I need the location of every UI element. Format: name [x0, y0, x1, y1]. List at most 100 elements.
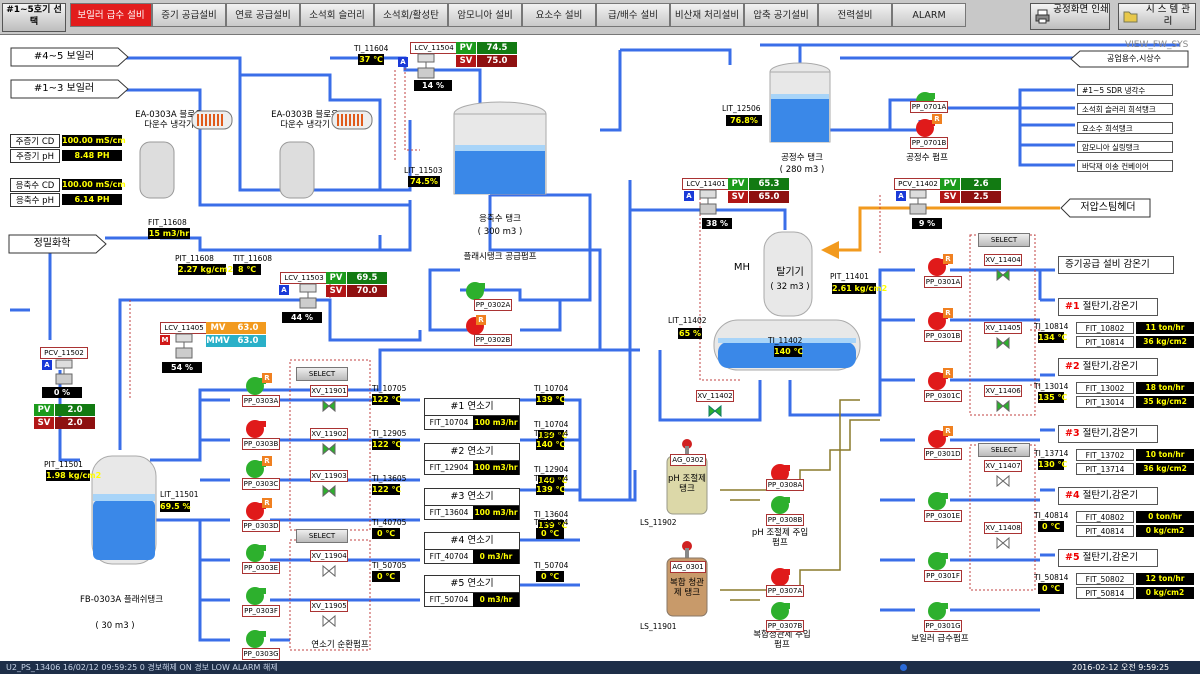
tab-urea[interactable]: 요소수 설비 — [522, 3, 596, 27]
pump-pp-0301c-icon[interactable] — [926, 370, 950, 396]
pump-pp-0303g-tag[interactable]: PP_0303G — [242, 648, 280, 660]
pump-pp-0308b-icon[interactable] — [770, 494, 792, 516]
pump-pp-0301b-icon[interactable] — [926, 310, 950, 336]
pump-pp-0701a-tag[interactable]: PP_0701A — [910, 101, 948, 113]
pump-pp-0301g-icon[interactable] — [926, 600, 950, 626]
pump-pp-0308b-tag[interactable]: PP_0308B — [766, 514, 804, 526]
pump-pp-0307a-tag[interactable]: PP_0307A — [766, 585, 804, 597]
pump-pp-0301e-icon[interactable] — [926, 490, 950, 516]
select-button-top[interactable]: SELECT — [296, 367, 348, 381]
pump-pp-0301c-tag[interactable]: PP_0301C — [924, 390, 962, 402]
condensate-tank[interactable] — [450, 100, 550, 200]
pump-pp-0301d-icon[interactable] — [926, 428, 950, 454]
valve-xv-11402[interactable] — [708, 404, 722, 418]
xv-11901-tag[interactable]: XV_11901 — [310, 385, 348, 397]
lcv-11504-auto-mode[interactable]: A — [398, 57, 408, 67]
cooler-vessel-b[interactable] — [278, 138, 316, 200]
pump-pp-0301a-icon[interactable] — [926, 256, 950, 282]
pump-pp-0303d-tag[interactable]: PP_0303D — [242, 520, 280, 532]
pump-pp-0301e-tag[interactable]: PP_0301E — [924, 510, 962, 522]
select-button-right-top[interactable]: SELECT — [978, 233, 1030, 247]
tab-water-supply-drain[interactable]: 급/배수 설비 — [596, 3, 670, 27]
dest-sdr-cooling[interactable]: #1~5 SDR 냉각수 — [1077, 84, 1173, 96]
pump-pp-0302a-tag[interactable]: PP_0302A — [474, 299, 512, 311]
xv-11405-tag[interactable]: XV_11405 — [984, 322, 1022, 334]
valve-xv-11404[interactable] — [996, 267, 1010, 286]
heat-exchanger-b[interactable] — [330, 108, 374, 132]
pump-pp-0301d-remote[interactable]: R — [943, 426, 953, 436]
pump-pp-0303e-icon[interactable] — [244, 542, 268, 568]
pump-pp-0701b-remote[interactable]: R — [932, 114, 942, 124]
control-valve-lcv-11504[interactable] — [414, 52, 438, 80]
pump-pp-0303e-tag[interactable]: PP_0303E — [242, 562, 280, 574]
xv-11407-tag[interactable]: XV_11407 — [984, 460, 1022, 472]
pump-pp-0303g-icon[interactable] — [244, 628, 268, 654]
pump-pp-0302b-remote[interactable]: R — [476, 315, 486, 325]
pump-pp-0303a-tag[interactable]: PP_0303A — [242, 395, 280, 407]
pump-pp-0701b-tag[interactable]: PP_0701B — [910, 137, 948, 149]
boiler-4-5-label[interactable]: #4~5 보일러 — [33, 51, 95, 62]
xv-11903-tag[interactable]: XV_11903 — [310, 470, 348, 482]
valve-xv-11901[interactable] — [322, 398, 336, 417]
valve-xv-11905[interactable] — [322, 613, 336, 632]
tab-lime-slurry[interactable]: 소석회 슬러리 — [300, 3, 374, 27]
dest-ammonia-seal[interactable]: 암모니아 실링탱크 — [1077, 141, 1173, 153]
pump-pp-0308a-tag[interactable]: PP_0308A — [766, 479, 804, 491]
industrial-water-label[interactable]: 공업용수,시상수 — [1106, 54, 1162, 63]
boiler-1-3-label[interactable]: #1~3 보일러 — [33, 83, 95, 94]
pump-pp-0303f-tag[interactable]: PP_0303F — [242, 605, 280, 617]
tab-fuel-supply[interactable]: 연료 공급설비 — [226, 3, 300, 27]
valve-xv-11405[interactable] — [996, 335, 1010, 354]
stm-5-box[interactable]: #5 절탄기,감온기 — [1058, 549, 1158, 567]
stm-4-box[interactable]: #4 절탄기,감온기 — [1058, 487, 1158, 505]
pump-pp-0301c-remote[interactable]: R — [943, 368, 953, 378]
xv-11902-tag[interactable]: XV_11902 — [310, 428, 348, 440]
valve-xv-11407[interactable] — [996, 473, 1010, 492]
lcv-11401-auto-mode[interactable]: A — [684, 191, 694, 201]
unit-select-button[interactable]: #1~5호기 선 택 — [2, 3, 66, 32]
dest-urea-dilution[interactable]: 요소수 희석탱크 — [1077, 122, 1173, 134]
pcv-11502-auto-mode[interactable]: A — [42, 360, 52, 370]
pump-pp-0303b-icon[interactable] — [244, 418, 268, 444]
stm-3-box[interactable]: #3 절탄기,감온기 — [1058, 425, 1158, 443]
valve-xv-11902[interactable] — [322, 441, 336, 460]
pump-pp-0307b-tag[interactable]: PP_0307B — [766, 620, 804, 632]
pump-pp-0303d-icon[interactable] — [244, 500, 268, 526]
pump-pp-0301g-tag[interactable]: PP_0301G — [924, 620, 962, 632]
tab-steam-supply[interactable]: 증기 공급설비 — [152, 3, 226, 27]
flash-tank[interactable] — [88, 450, 160, 570]
pump-pp-0301f-icon[interactable] — [926, 550, 950, 576]
pump-pp-0302a-icon[interactable] — [465, 280, 487, 302]
pump-pp-0303b-tag[interactable]: PP_0303B — [242, 438, 280, 450]
xv-11402-tag[interactable]: XV_11402 — [696, 390, 734, 402]
pump-pp-0301f-tag[interactable]: PP_0301F — [924, 570, 962, 582]
pump-pp-0301a-tag[interactable]: PP_0301A — [924, 276, 962, 288]
control-valve-pcv-11402[interactable] — [906, 188, 930, 216]
valve-xv-11903[interactable] — [322, 483, 336, 502]
dest-lime-dilution[interactable]: 소석회 슬러리 희석탱크 — [1077, 103, 1173, 115]
deaerator[interactable] — [712, 228, 862, 378]
pump-pp-0301d-tag[interactable]: PP_0301D — [924, 448, 962, 460]
tab-alarm[interactable]: ALARM — [892, 3, 966, 27]
pcv-11502-tag[interactable]: PCV_11502 — [40, 347, 88, 359]
valve-xv-11904[interactable] — [322, 563, 336, 582]
tab-compressed-air[interactable]: 압축 공기설비 — [744, 3, 818, 27]
steam-header-label[interactable]: 저압스팀헤더 — [1080, 202, 1136, 213]
control-valve-lcv-11405[interactable] — [172, 332, 196, 360]
pump-pp-0303a-icon[interactable] — [244, 375, 268, 401]
tab-boiler-feedwater[interactable]: 보일러 급수 설비 — [70, 3, 152, 27]
tab-ammonia[interactable]: 암모니아 설비 — [448, 3, 522, 27]
xv-11905-tag[interactable]: XV_11905 — [310, 600, 348, 612]
source-label[interactable]: 정밀화학 — [33, 238, 71, 249]
steam-cooler-box[interactable]: 증기공급 설비 감온기 — [1058, 256, 1174, 274]
pump-pp-0303d-remote[interactable]: R — [262, 498, 272, 508]
xv-11904-tag[interactable]: XV_11904 — [310, 550, 348, 562]
print-screen-button[interactable]: 공정화면 인쇄 — [1030, 3, 1110, 30]
pump-pp-0303a-remote[interactable]: R — [262, 373, 272, 383]
pump-pp-0301b-tag[interactable]: PP_0301B — [924, 330, 962, 342]
system-management-button[interactable]: 시 스 템 관 리 — [1118, 3, 1196, 30]
cooler-vessel-a[interactable] — [138, 138, 176, 200]
